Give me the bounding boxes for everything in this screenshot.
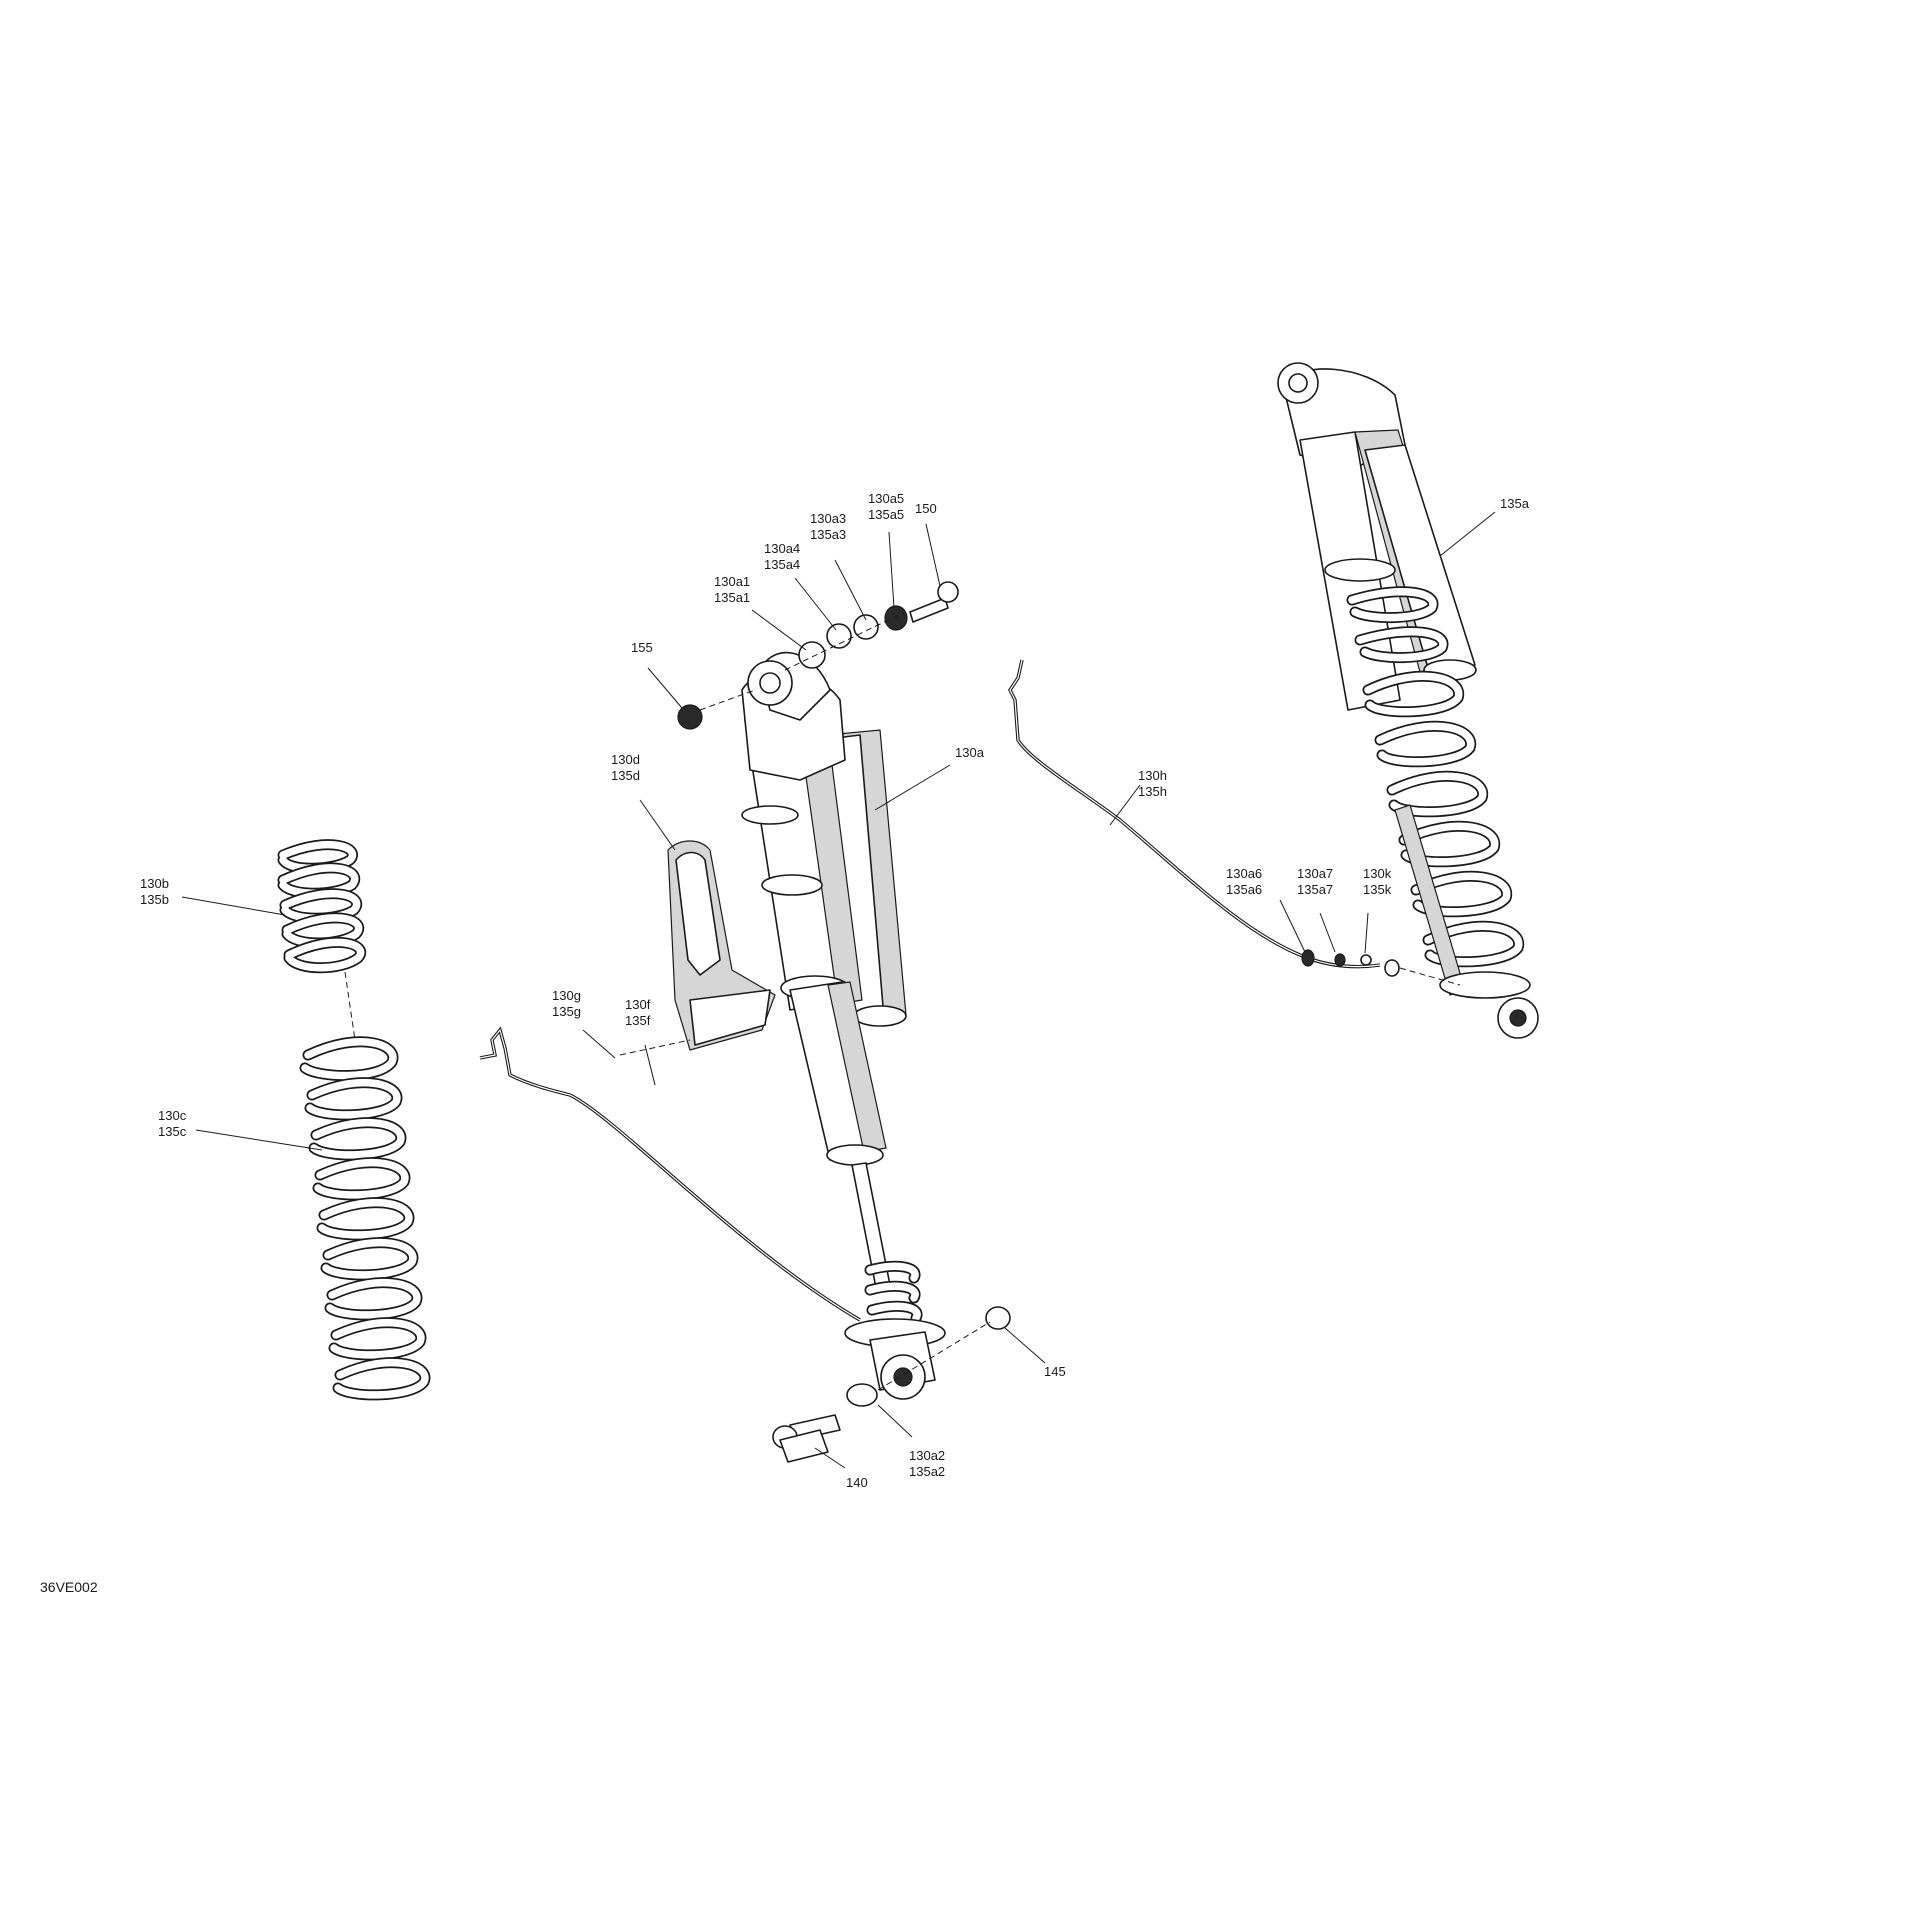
callout-130d: 130d 135d (611, 752, 644, 783)
callout-130a4: 130a4 135a4 (764, 541, 804, 572)
callout-130f: 130f 135f (625, 997, 654, 1028)
callout-130a6: 130a6 135a6 (1226, 866, 1266, 897)
callout-130a3: 130a3 135a3 (810, 511, 850, 542)
callout-145: 145 (1044, 1364, 1066, 1379)
sensor-wire-130h (1008, 659, 1461, 986)
bottom-hardware (772, 1306, 1011, 1463)
callout-130h: 130h 135h (1138, 768, 1171, 799)
top-hardware (677, 581, 959, 730)
callout-150: 150 (915, 501, 937, 516)
spring-axis-dash (344, 971, 356, 1041)
sensor-wire-130g (479, 1026, 861, 1322)
callout-130a1: 130a1 135a1 (714, 574, 754, 605)
shock-130a-body (741, 651, 946, 1400)
spring-130c (299, 1036, 431, 1401)
leader-lines (181, 511, 1496, 1469)
bumper-coils (864, 1260, 923, 1324)
spring-130b (277, 839, 367, 974)
callout-labels: 155 130a1 135a1 130a4 135a4 130a3 135a3 … (140, 491, 1530, 1490)
callout-130k: 130k 135k (1363, 866, 1395, 897)
callout-135a: 135a (1500, 496, 1530, 511)
right-shock-coils (1346, 586, 1525, 968)
callout-155: 155 (631, 640, 653, 655)
callout-130b: 130b 135b (140, 876, 173, 907)
callout-130a: 130a (955, 745, 985, 760)
shock-135a-assembly (1277, 362, 1539, 1039)
callout-140: 140 (846, 1475, 868, 1490)
callout-130c: 130c 135c (158, 1108, 190, 1139)
callout-130g: 130g 135g (552, 988, 585, 1019)
boot-guard-130d (667, 840, 776, 1051)
callout-130a5: 130a5 135a5 (868, 491, 908, 522)
drawing-reference-code: 36VE002 (40, 1579, 98, 1595)
callout-130a2: 130a2 135a2 (909, 1448, 949, 1479)
callout-130a7: 130a7 135a7 (1297, 866, 1337, 897)
